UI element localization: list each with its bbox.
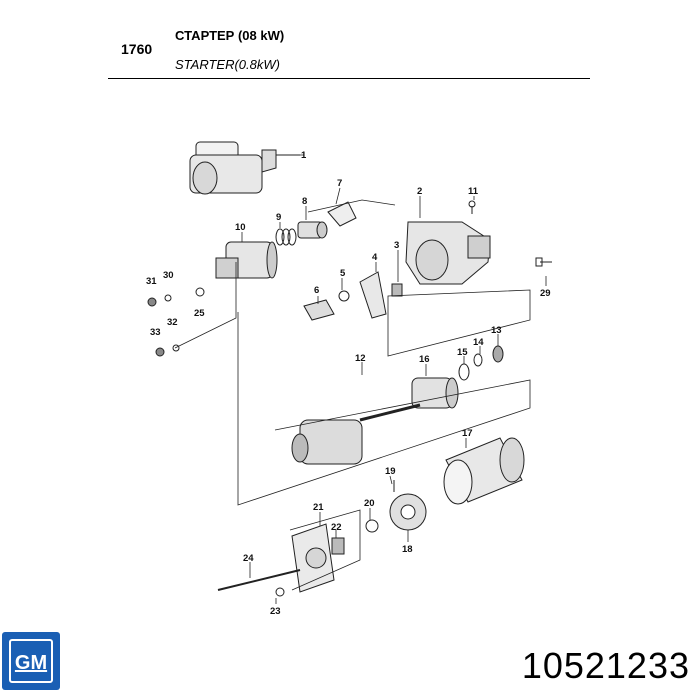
part-armature: [291, 403, 421, 465]
part-number: 10521233: [521, 645, 690, 686]
part-plunger: [297, 221, 328, 239]
part-yoke: [215, 241, 278, 279]
callout-21: 21: [313, 502, 324, 513]
part-drive-housing: [405, 221, 491, 285]
gm-logo-frame: GM: [9, 639, 53, 683]
part-spring: [275, 228, 297, 246]
callout-8: 8: [302, 196, 307, 207]
callout-9: 9: [276, 212, 281, 223]
callout-18: 18: [402, 544, 413, 555]
callout-17: 17: [462, 428, 473, 439]
part-lever-set: [303, 271, 403, 321]
part-brush-holder: [365, 480, 427, 533]
callout-6: 6: [314, 285, 319, 296]
part-starter-assembly: [189, 141, 300, 195]
gm-logo-text: GM: [14, 652, 48, 674]
callout-15: 15: [457, 347, 468, 358]
callout-14: 14: [473, 337, 484, 348]
callout-32: 32: [167, 317, 178, 328]
callout-23: 23: [270, 606, 281, 617]
group-outline-lines: [174, 199, 531, 591]
callout-3: 3: [394, 240, 399, 251]
callout-33: 33: [150, 327, 161, 338]
part-end-plate: [217, 523, 345, 597]
callout-20: 20: [364, 498, 375, 509]
callout-11: 11: [468, 186, 479, 197]
part-frame: [443, 437, 525, 505]
callout-29: 29: [540, 288, 551, 299]
callout-25: 25: [194, 308, 205, 319]
callout-labels: 1 2 3 4 5 6 7 8 9 10 11 12 13 14 15 16 1…: [146, 150, 551, 617]
callout-12: 12: [355, 353, 366, 364]
callout-2: 2: [417, 186, 422, 197]
callout-22: 22: [331, 522, 342, 533]
part-bracket: [327, 201, 357, 227]
gm-logo: GM: [2, 632, 60, 690]
callout-10: 10: [235, 222, 246, 233]
header-divider: [108, 78, 590, 79]
callout-16: 16: [419, 354, 430, 365]
part-small-fasteners: [147, 287, 205, 357]
callout-24: 24: [243, 553, 254, 564]
title-english: STARTER(0.8kW): [175, 57, 280, 72]
callout-31: 31: [146, 276, 157, 287]
callout-13: 13: [491, 325, 502, 336]
callout-7: 7: [337, 178, 342, 189]
callout-1: 1: [301, 150, 307, 161]
title-russian: СТАРТЕР (08 kW): [175, 28, 285, 43]
part-pinion-clutch: [411, 377, 459, 409]
callout-30: 30: [163, 270, 174, 281]
section-code: 1760: [121, 41, 153, 57]
group-leader-lines: [241, 154, 547, 604]
callout-19: 19: [385, 466, 396, 477]
part-bolts: [468, 200, 552, 267]
callout-5: 5: [340, 268, 346, 279]
callout-4: 4: [372, 252, 378, 263]
